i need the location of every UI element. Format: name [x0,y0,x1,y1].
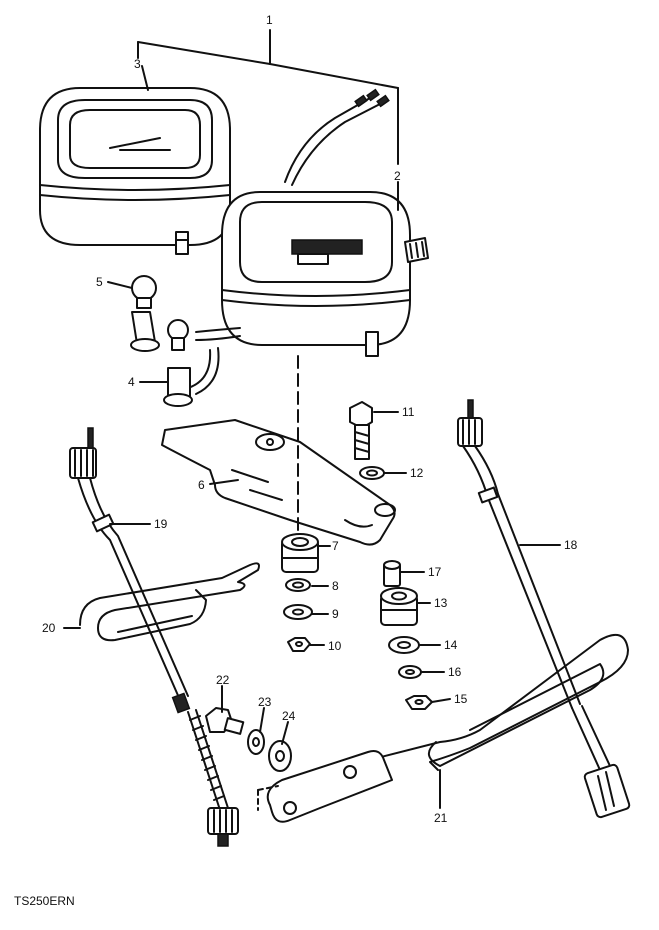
part-2-speedometer [221,88,429,357]
callout-7: 7 [332,539,339,553]
callout-12: 12 [410,466,424,480]
callout-24: 24 [282,709,296,723]
callout-13: 13 [434,596,448,610]
callout-15: 15 [454,692,468,706]
part-12-washer [359,466,385,480]
part-9-washer [283,604,313,620]
callout-2: 2 [394,169,401,183]
part-21-stay [257,633,629,823]
callout-9: 9 [332,607,339,621]
callout-5: 5 [96,275,103,289]
part-8-washer [285,578,311,592]
callout-1: 1 [266,13,273,27]
callout-8: 8 [332,579,339,593]
callout-16: 16 [448,665,462,679]
part-13-grommet [380,587,418,626]
part-16-lockwasher [398,665,422,679]
part-20-cable-guide [79,562,260,642]
part-6-bracket [161,419,396,546]
part-7-grommet [281,533,319,573]
callout-14: 14 [444,638,458,652]
part-4-socket [163,327,241,407]
part-5-bulb [130,275,189,352]
callout-19: 19 [154,517,168,531]
callout-3: 3 [134,57,141,71]
callout-4: 4 [128,375,135,389]
callout-21: 21 [434,811,448,825]
callout-10: 10 [328,639,342,653]
part-18-tacho-cable [457,399,631,819]
part-23-washer [247,729,265,755]
callout-11: 11 [402,405,415,419]
part-3-tachometer [39,87,231,255]
part-10-nut [287,637,311,652]
callout-labels: 1 2 3 4 5 6 7 8 9 10 11 12 13 14 15 16 1… [42,13,578,825]
callout-17: 17 [428,565,442,579]
part-22-bolt [205,707,245,735]
callout-23: 23 [258,695,272,709]
leader-lines [63,29,561,809]
callout-20: 20 [42,621,56,635]
part-14-washer [388,636,420,654]
callout-6: 6 [198,478,205,492]
part-11-bolt [349,401,373,460]
callout-22: 22 [216,673,230,687]
part-24-washer [268,740,292,772]
part-17-collar [383,560,401,587]
part-19-speedo-cable [69,427,239,847]
callout-18: 18 [564,538,578,552]
part-15-nut [405,695,433,710]
diagram-code: TS250ERN [14,894,75,908]
